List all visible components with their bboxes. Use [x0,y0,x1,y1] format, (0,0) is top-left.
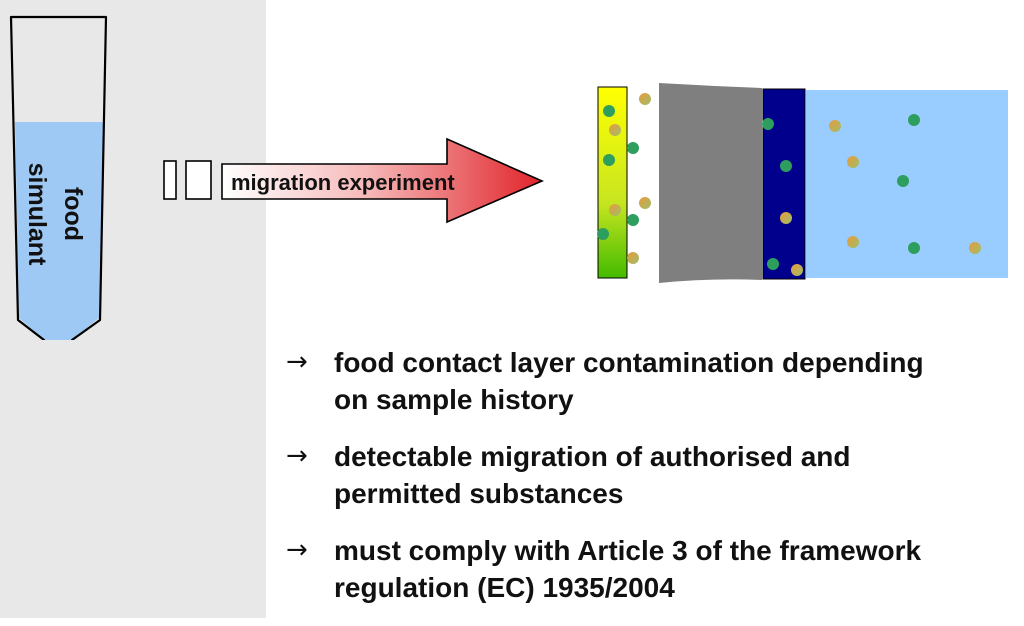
migration-arrow: migration experiment [221,137,544,224]
particle-orange [847,236,859,248]
bullet-text-line2: permitted substances [334,478,624,509]
particle-green [597,228,609,240]
particle-green [780,160,792,172]
bullet-text-line1: detectable migration of authorised and [334,441,851,472]
bullet-arrow-icon: → [286,535,308,565]
particle-green [767,258,779,270]
particle-orange [847,156,859,168]
particle-green [762,118,774,130]
bullet-text-line1: must comply with Article 3 of the framew… [334,535,922,566]
bullet-text-line1: food contact layer contamination dependi… [334,347,924,378]
food-contact-layer [597,86,628,279]
particle-green [908,242,920,254]
particle-orange [627,252,639,264]
tube-outline [9,15,108,340]
particle-orange [829,120,841,132]
tube-liquid [15,122,103,340]
particle-orange [609,124,621,136]
particle-green [627,142,639,154]
particle-orange [639,93,651,105]
bullet-text: detectable migration of authorised and p… [334,438,1006,512]
bullet-arrow-icon: → [286,347,308,377]
bullet-text-line2: on sample history [334,384,574,415]
bullet-item: → must comply with Article 3 of the fram… [286,532,1006,606]
barrier-layer [659,83,762,283]
migrating-particles [597,93,981,276]
bullet-item: → food contact layer contamination depen… [286,344,1006,418]
particle-orange [969,242,981,254]
simulant-label-line1: food [59,187,87,241]
particle-green [627,214,639,226]
particle-orange [791,264,803,276]
particle-green [603,154,615,166]
bullet-list: → food contact layer contamination depen… [286,344,1006,626]
bullet-arrow-icon: → [286,441,308,471]
particle-green [603,105,615,117]
packaging-cross-section [597,83,1008,283]
bullet-text-line2: regulation (EC) 1935/2004 [334,572,675,603]
bullet-text: must comply with Article 3 of the framew… [334,532,1006,606]
placeholder-box-2 [185,160,212,200]
particle-orange [609,204,621,216]
particle-orange [780,212,792,224]
bullet-item: → detectable migration of authorised and… [286,438,1006,512]
particle-orange [639,197,651,209]
particle-green [897,175,909,187]
migration-diagram: food simulant migration experiment [9,15,1008,340]
particle-green [908,114,920,126]
simulant-label-line2: simulant [23,163,51,266]
migration-arrow-label: migration experiment [231,170,455,195]
placeholder-box-1 [163,160,177,200]
simulant-tube: food simulant [9,15,108,340]
bullet-text: food contact layer contamination dependi… [334,344,1006,418]
inner-layer [762,88,806,280]
